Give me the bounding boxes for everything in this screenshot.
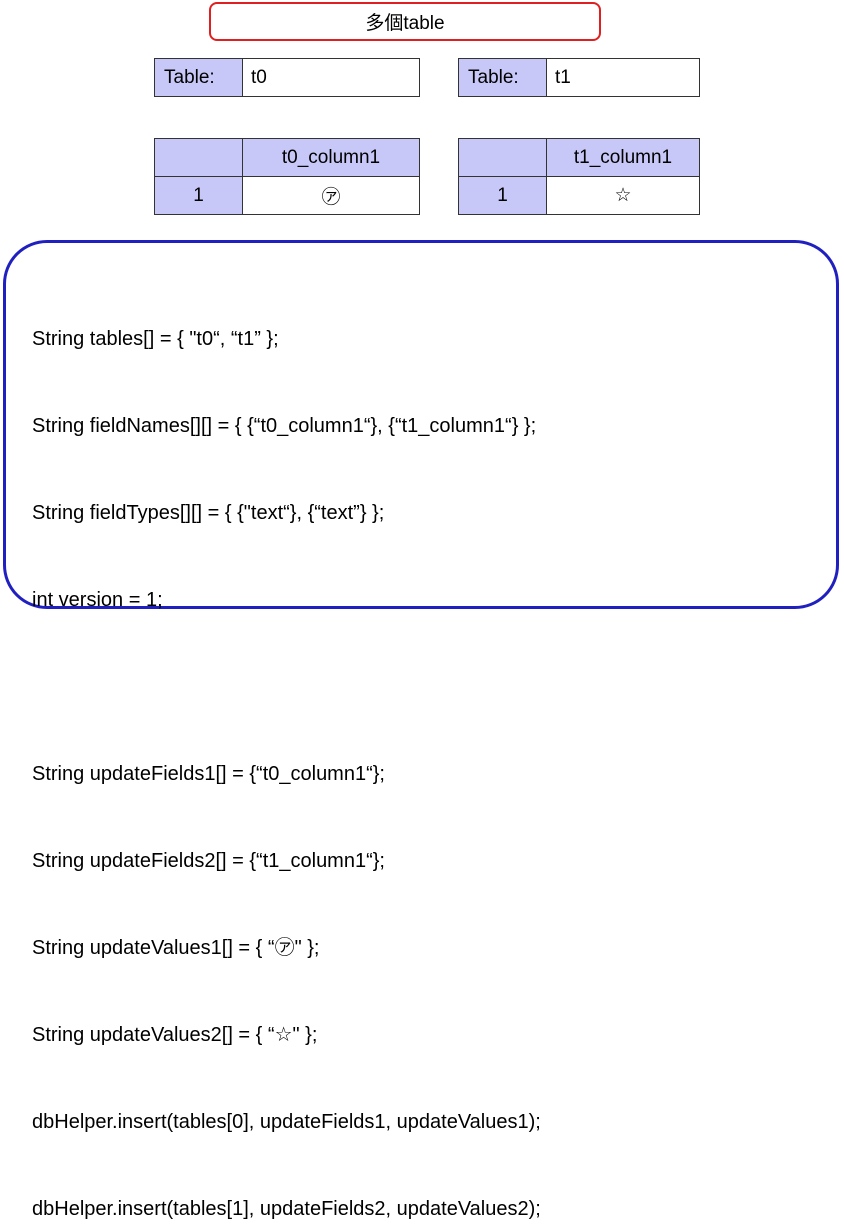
table-t1-data: t1_column1 1 ☆ — [458, 138, 700, 215]
code-line: String updateValues2[] = { “☆" }; — [32, 1024, 318, 1046]
table-row: 1 ☆ — [458, 176, 700, 215]
table-row: t0_column1 — [154, 138, 420, 177]
table-t0-label: Table: — [154, 58, 243, 97]
table-t0-column-header: t0_column1 — [242, 138, 420, 177]
table-t1-column-header: t1_column1 — [546, 138, 700, 177]
code-line: int version = 1; — [32, 589, 163, 611]
code-line: String updateValues1[] = { “㋐" }; — [32, 937, 320, 959]
table-row: 1 ㋐ — [154, 176, 420, 215]
code-line — [32, 673, 541, 702]
table-t0-name-header: Table: t0 — [154, 58, 420, 97]
code-line: String fieldNames[][] = { {“t0_column1“}… — [32, 415, 537, 437]
code-line: dbHelper.insert(tables[0], updateFields1… — [32, 1111, 541, 1133]
table-t1-name-header: Table: t1 — [458, 58, 700, 97]
table-t1-cell-value: ☆ — [546, 176, 700, 215]
code-line: dbHelper.insert(tables[1], updateFields2… — [32, 1198, 541, 1220]
table-t0-data: t0_column1 1 ㋐ — [154, 138, 420, 215]
table-t1-name: t1 — [546, 58, 700, 97]
code-block: String tables[] = { "t0“, “t1” }; String… — [32, 267, 541, 1224]
code-line: String updateFields1[] = {“t0_column1“}; — [32, 763, 385, 785]
code-panel — [3, 240, 839, 609]
table-t0-cell-value: ㋐ — [242, 176, 420, 215]
table-t1-label: Table: — [458, 58, 547, 97]
table-t1-corner-cell — [458, 138, 547, 177]
diagram-title: 多個table — [209, 2, 601, 41]
code-line: String fieldTypes[][] = { {"text“}, {“te… — [32, 502, 385, 524]
code-line: String tables[] = { "t0“, “t1” }; — [32, 328, 279, 350]
table-t0-row-index: 1 — [154, 176, 243, 215]
table-row: t1_column1 — [458, 138, 700, 177]
diagram-title-text: 多個table — [365, 13, 445, 34]
code-line: String updateFields2[] = {“t1_column1“}; — [32, 850, 385, 872]
table-t0-name: t0 — [242, 58, 420, 97]
table-t1-row-index: 1 — [458, 176, 547, 215]
table-t0-corner-cell — [154, 138, 243, 177]
